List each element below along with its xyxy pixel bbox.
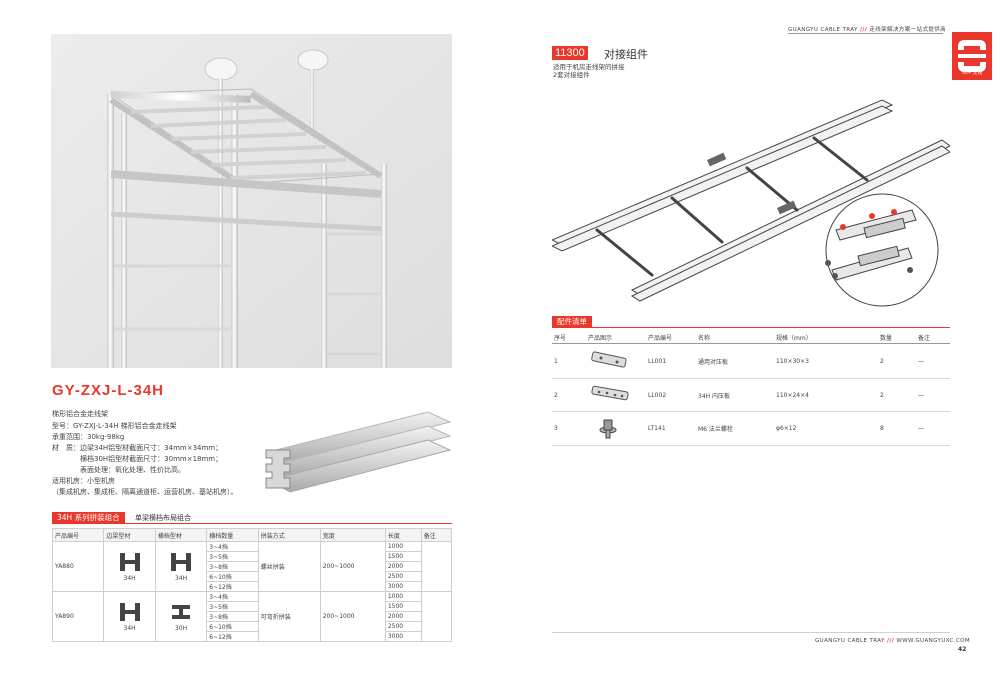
footer-rule [552,632,950,633]
brand-logo-icon [958,40,986,72]
header-separator: /// [859,27,868,33]
header-brand: GUANGYU CABLE TRAY /// 走线架解决方案一站式提供商 [788,27,947,33]
header-code: 产品编号 [51,528,105,542]
rung-profile-cell: 34H [154,541,208,592]
band-underline [52,523,452,524]
assembly-title: 对接组件 [604,48,648,61]
spec-line-application: 适用机房：小型机房 [52,477,115,485]
side-profile-cell: 34H [103,541,156,592]
product-code-cell: YA880 [51,541,105,592]
header-rule [788,33,943,34]
spec-line-material-rung: 横档30H铝型材截面尺寸：30mm×18mm； [52,455,223,463]
header-width: 宽度 [319,528,386,542]
header-assembly: 拼装方式 [257,528,321,542]
assembly-drawing [550,80,951,310]
product-code: GY-ZXJ-L-34H [52,382,165,399]
spec-list: 型号：GY-ZXJ-L-34H 梯形铝合金走线架 承重范围：30kg-98kg … [52,421,302,498]
product-code-cell: YA890 [51,591,105,642]
accessory-table: 序号 产品图示 产品编号 名称 规格（mm） 数量 备注 1 LL001 通用对… [552,331,950,446]
part-image [586,411,646,446]
table-header-row: 序号 产品图示 产品编号 名称 规格（mm） 数量 备注 [552,331,950,344]
header-note: 备注 [420,528,453,542]
table-row: YA880 34H 34H 3~4挡 螺丝拼装 200~1000 1000 [51,541,453,592]
header-rung-profile: 横档型材 [154,528,208,542]
table-row: 2 LL002 34H 内压板 110×24×4 2 — [552,378,950,412]
band-underline [552,327,950,328]
footer-separator: /// [886,638,895,644]
part-image [586,343,646,379]
table-header-row: 产品编号 边梁型材 横档型材 横档数量 拼装方式 宽度 长度 备注 [51,528,453,542]
part-image [586,378,646,412]
side-profile-cell: 34H [103,591,156,642]
rung-profile-cell: 30H [154,591,208,642]
aluminum-profile-illustration [265,411,452,493]
ladder-assembly-illustration [550,99,951,307]
spec-line-finish: 表面处理：氧化处理、性价比高。 [52,466,185,474]
flange-bolt-icon [599,419,617,438]
product-description: 梯形铝合金走线架 [52,410,108,418]
ladder-rack-photo-illustration [51,34,452,368]
left-section-band: 34H 系列拼装组合 [52,512,125,523]
product-photo [51,34,452,368]
page-number: 42 [958,646,967,653]
brand-logo: 3d+ 走线 [952,32,992,80]
spec-line-application-detail: （集成机房、集成柜、隔离通道柜、运营机房、基站机房）。 [52,488,238,496]
spec-line-load: 承重范围：30kg-98kg [52,433,125,441]
header-side-profile: 边梁型材 [103,528,156,542]
left-combination-table: 产品编号 边梁型材 横档型材 横档数量 拼装方式 宽度 长度 备注 YA880 … [51,528,453,642]
assembly-description: 适用于机房走线架的拼接 2套对接组件 [553,63,625,79]
h-profile-icon [119,553,140,571]
inner-plate-icon [591,385,629,401]
profile-image [258,404,458,500]
table-row: 3 LT141 M6 法兰螺栓 φ6×12 8 — [552,411,950,446]
right-section-band: 配件清单 [552,316,592,327]
footer-brand: GUANGYU CABLE TRAY /// WWW.GUANGYUXC.COM [815,638,970,644]
h-profile-icon [171,553,192,571]
assembly-code-badge: 11300 [552,46,588,60]
spec-line-material: 材 质：边梁34H铝型材截面尺寸：34mm×34mm； [52,444,223,452]
clamp-plate-icon [591,351,627,368]
i-profile-icon [172,605,191,619]
table-row: 1 LL001 通用对压板 110×30×3 2 — [552,343,950,379]
h-profile-icon [119,603,140,621]
header-rung-count: 横档数量 [206,528,259,542]
left-section-note: 单梁横档布局组合 [135,514,191,522]
header-length: 长度 [384,528,422,542]
spec-line-model: 型号：GY-ZXJ-L-34H 梯形铝合金走线架 [52,422,177,430]
table-row: YA890 34H 30H 3~4挡 可弯折拼装 200~1000 1000 [51,591,453,642]
